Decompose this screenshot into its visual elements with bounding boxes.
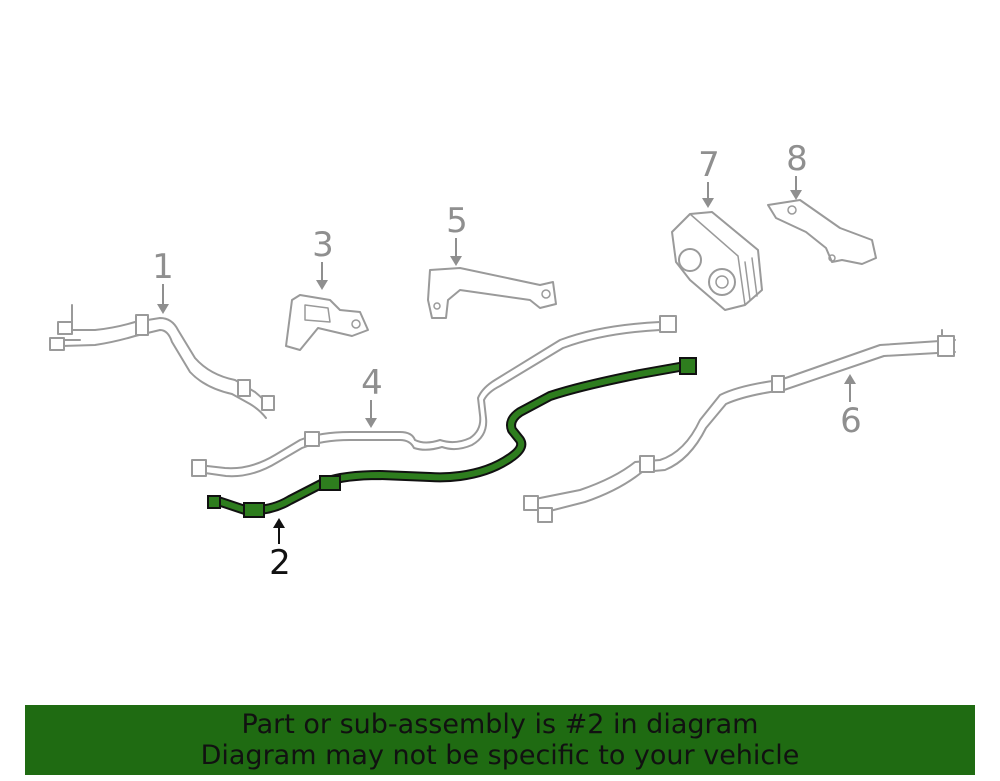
callout-7-label: 7 <box>698 145 720 185</box>
part-info-banner: Part or sub-assembly is #2 in diagram Di… <box>25 705 975 775</box>
callout-3-label: 3 <box>312 225 334 265</box>
part-5-bracket[interactable] <box>427 267 557 319</box>
callout-8-label: 8 <box>786 139 808 179</box>
callout-1-label: 1 <box>152 247 174 287</box>
callout-2-label: 2 <box>269 543 291 583</box>
part-4-cooler-line[interactable] <box>191 315 677 478</box>
callout-3: 3 <box>312 225 334 290</box>
part-8-bracket[interactable] <box>767 199 877 265</box>
callout-4-label: 4 <box>361 363 383 403</box>
banner-line-1: Part or sub-assembly is #2 in diagram <box>241 709 759 740</box>
part-1-cooler-line[interactable] <box>49 304 275 419</box>
callout-1: 1 <box>152 247 174 314</box>
callout-5: 5 <box>446 201 468 266</box>
banner-line-2: Diagram may not be specific to your vehi… <box>200 740 800 771</box>
callout-7: 7 <box>698 145 720 208</box>
callout-5-label: 5 <box>446 201 468 241</box>
callout-6-label: 6 <box>840 401 862 441</box>
callout-8: 8 <box>786 139 808 200</box>
part-7-oil-cooler[interactable] <box>671 211 763 311</box>
callout-4: 4 <box>361 363 383 428</box>
part-3-bracket[interactable] <box>285 294 369 351</box>
part-2-cooler-line-highlighted[interactable] <box>207 357 697 518</box>
callout-6: 6 <box>840 374 862 441</box>
part-6-cooler-line[interactable] <box>523 329 956 523</box>
callout-2: 2 <box>269 518 291 583</box>
